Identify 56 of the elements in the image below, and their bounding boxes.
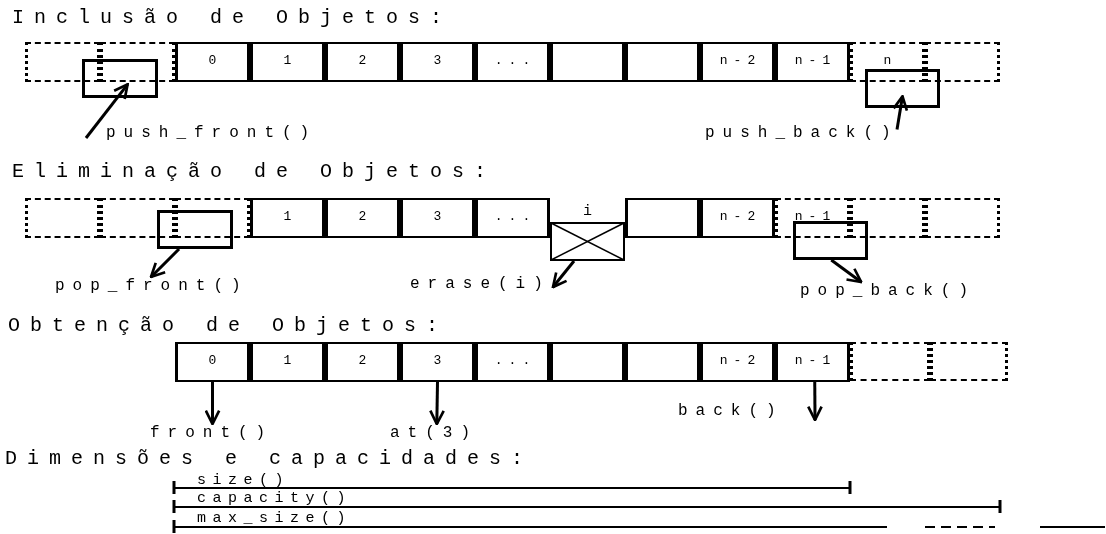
cell-index-label: i xyxy=(582,204,593,220)
element-box xyxy=(865,69,940,108)
array-cell xyxy=(550,42,625,82)
arrow xyxy=(204,382,221,426)
method-label: push_back() xyxy=(705,124,897,142)
array-cell xyxy=(550,342,625,382)
method-label: back() xyxy=(678,402,823,420)
array-cell xyxy=(625,342,700,382)
arrow xyxy=(892,94,909,130)
method-label: pop_back() xyxy=(800,282,980,300)
dashed-cell xyxy=(925,198,1000,238)
dimension-label: max_size() xyxy=(197,511,352,526)
dashed-cell xyxy=(930,342,1008,381)
arrow xyxy=(429,381,445,426)
array-cell: 3 xyxy=(400,342,475,382)
array-cell: n-2 xyxy=(700,342,775,382)
array-cell: n-2 xyxy=(700,42,775,82)
element-box xyxy=(793,221,868,260)
section-heading: Eliminação de Objetos: xyxy=(12,161,497,183)
array-cell: 2 xyxy=(325,342,400,382)
arrow xyxy=(830,258,863,284)
method-label: erase(i) xyxy=(410,275,553,293)
array-cell: 2 xyxy=(325,42,400,82)
dimension-label: size() xyxy=(197,473,290,488)
method-label: front() xyxy=(150,424,275,444)
array-cell: 0 xyxy=(175,42,250,82)
element-box xyxy=(157,210,233,249)
method-label: at(3) xyxy=(390,424,480,444)
section-heading: Dimensões e capacidades: xyxy=(5,448,534,470)
array-cell: 3 xyxy=(400,42,475,82)
method-label: pop_front() xyxy=(55,277,255,295)
method-label: push_front() xyxy=(86,124,322,142)
array-cell: ... xyxy=(475,198,550,238)
array-cell: 1 xyxy=(250,42,325,82)
arrow xyxy=(806,382,823,422)
array-cell: 1 xyxy=(250,342,325,382)
array-cell: n-2 xyxy=(700,198,775,238)
arrow xyxy=(84,83,129,139)
section-heading: Inclusão de Objetos: xyxy=(12,7,453,29)
array-cell: n-1 xyxy=(775,42,850,82)
array-cell: 2 xyxy=(325,198,400,238)
element-box xyxy=(82,59,158,98)
array-cell xyxy=(625,42,700,82)
dashed-cell xyxy=(25,198,100,238)
array-cell: ... xyxy=(475,42,550,82)
array-cell: 1 xyxy=(250,198,325,238)
array-cell xyxy=(625,198,700,238)
array-cell: ... xyxy=(475,342,550,382)
section-heading: Obtenção de Objetos: xyxy=(8,315,449,337)
arrow xyxy=(149,247,181,279)
dimension-label: capacity() xyxy=(197,491,352,506)
array-cell: 0 xyxy=(175,342,250,382)
dashed-cell xyxy=(850,342,930,381)
array-cell: n-1 xyxy=(775,342,850,382)
array-cell: 3 xyxy=(400,198,475,238)
arrow xyxy=(551,260,576,289)
